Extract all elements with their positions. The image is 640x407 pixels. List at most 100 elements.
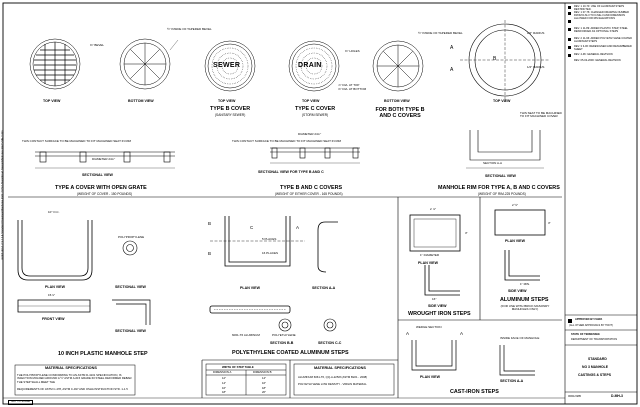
plastic-dim-top: 10" O.C. — [48, 210, 60, 214]
type-c-top-view-label: TOP VIEW — [302, 99, 320, 103]
wrought-dim-b: 16" — [432, 297, 437, 301]
type-bc-sectional-label: SECTIONAL VIEW FOR TYPE B AND C — [258, 170, 324, 174]
step-table-r2c1: 14" — [222, 381, 227, 385]
title-dept: DEPARTMENT OF TRANSPORTATION — [571, 338, 618, 341]
type-b-cover-sub: (SANITARY SEWER) — [215, 113, 246, 117]
cast-wedge: WEDGE SECTION — [416, 325, 442, 329]
spec-left-heading: MATERIAL SPECIFICATIONS — [45, 366, 97, 370]
cast-title: CAST-IRON STEPS — [450, 389, 499, 395]
revision-1: REV. 1 10-73: USE OF ALUMINUM STEPS REST… — [574, 5, 625, 11]
plastic-step-section — [112, 299, 151, 325]
type-a-dim-half: ½" INSIDE OF TAPERED BEVEL — [167, 27, 212, 31]
plastic-section-label: SECTIONAL VIEW — [115, 329, 146, 333]
coated-places: 5 PLACES — [262, 237, 277, 241]
coated-section-cc-label: SECTION C-C — [318, 341, 342, 345]
wrought-title: WROUGHT IRON STEPS — [408, 311, 471, 317]
step-table-col2: DIMENSION B — [253, 370, 272, 374]
coated-polyethylene-label: POLYETHYLENE — [272, 333, 296, 337]
type-bc-dim-dia1: ⅞" DIA. AT TOP — [338, 83, 360, 87]
step-table-r2c2: 16" — [262, 381, 267, 385]
title-state: STATE OF TENNESSEE — [571, 333, 600, 336]
type-a-subtitle: (WEIGHT OF COVER - 150 POUNDS) — [77, 192, 133, 196]
type-b-top-view — [204, 40, 256, 92]
type-b-cover-label: TYPE B COVER — [210, 106, 251, 112]
aluminum-step-plan — [494, 209, 546, 236]
side-file-path: d-mh3.dgn 1 2 3 1 2 4 Standard Drawings\… — [1, 130, 4, 260]
coated-section-bb-label: SECTION B-B — [270, 341, 294, 345]
coated-aluminum-label: 6061-T6 ALUMINUM — [232, 333, 260, 337]
rim-label-a2: A — [450, 67, 454, 73]
coated-step-front-view — [209, 305, 291, 314]
type-a-top-view-label: TOP VIEW — [43, 99, 61, 103]
type-bc-sectional-view — [270, 147, 360, 164]
coated-places2: 16 PLACES — [262, 251, 279, 255]
type-bc-dim-half: ½" INSIDE OF TAPERED BEVEL — [418, 31, 463, 35]
approval-label: APPROVED BY FHWA — [575, 318, 603, 321]
coated-step-sections — [278, 318, 337, 332]
revision-3: REV. 1 11-89: ADDED PLASTIC STEP, STEEL … — [574, 27, 628, 33]
rim-top-view-label: TOP VIEW — [493, 99, 511, 103]
not-to-scale: NOT TO SCALE — [8, 400, 33, 405]
alum-dim-a: 3" — [548, 221, 551, 225]
rim-title: MANHOLE RIM FOR TYPE A, B AND C COVERS — [438, 185, 560, 191]
cast-label-a1: A — [406, 331, 410, 336]
type-a-sectional-view-label: SECTIONAL VIEW — [82, 173, 113, 177]
cast-inside: INSIDE FACE OF MANHOLE — [500, 336, 540, 340]
step-table-col1: DIMENSION A — [213, 370, 232, 374]
alum-title: ALUMINUM STEPS — [500, 297, 549, 303]
step-table-r4c2: 20" — [262, 390, 267, 394]
cast-section-aa-label: SECTION A-A — [500, 379, 524, 383]
step-table-r4c1: 18" — [222, 390, 227, 394]
revision-2: REV. 1 07-76: CHANGED DRAWING NUMBER FRO… — [574, 11, 629, 20]
type-c-top-view — [288, 40, 340, 92]
title-drawing-no: D-MH-3 — [611, 394, 623, 398]
coated-plan-view-label: PLAN VIEW — [240, 286, 260, 290]
spec-mid-heading: MATERIAL SPECIFICATIONS — [314, 366, 366, 370]
plastic-front-view-label: FRONT VIEW — [42, 317, 65, 321]
type-bc-bottom-view — [372, 40, 424, 92]
coated-step-plan-view — [210, 216, 305, 267]
coated-label-a: A — [296, 225, 300, 230]
title-line2: CASTINGS & STEPS — [578, 373, 611, 377]
rim-note-seat: THIS SEAT TO BE MACHINED TO FIT MACHINED… — [520, 111, 562, 118]
cast-plan-view-label: PLAN VIEW — [420, 375, 440, 379]
alum-plan-view-label: PLAN VIEW — [505, 239, 525, 243]
type-bc-dim-diameter: DIAMETER 24¾" — [298, 132, 322, 136]
wrought-iron-side — [424, 265, 460, 296]
step-table-r3c1: 16" — [222, 386, 227, 390]
wrought-dim-a: 3" — [465, 231, 468, 235]
revision-6: REV. 4-96: GENERAL REVISION — [574, 53, 613, 56]
type-bc-bottom-view-label: BOTTOM VIEW — [384, 99, 410, 103]
title-standard: STANDARD — [588, 357, 607, 361]
title-date: 06/01/1985 — [568, 395, 581, 398]
type-bc-bottom-for: FOR BOTH TYPE B AND C COVERS — [375, 107, 425, 120]
type-bc-note-machined: THIS CONTACT SURFACE TO BE MACHINED TO F… — [232, 139, 342, 143]
wrought-side-view-label: SIDE VIEW — [428, 304, 447, 308]
drain-text: DRAIN — [298, 62, 322, 69]
type-bc-subtitle: (WEIGHT OF EITHER COVER - 165 POUNDS) — [275, 192, 343, 196]
alum-dim-b: 1" MIN. — [520, 282, 530, 286]
wrought-dim-diameter: 1" DIAMETER — [420, 253, 440, 257]
type-a-title: TYPE A COVER WITH OPEN GRATE — [55, 185, 147, 191]
type-a-sectional-view — [35, 151, 175, 169]
coated-section-aa-label: SECTION A-A — [312, 286, 336, 290]
spec-box-left — [14, 364, 136, 396]
type-a-dim-diameter: DIAMETER 24¾" — [92, 157, 116, 161]
cast-iron-plan — [411, 340, 457, 371]
coated-step-section-aa — [317, 221, 338, 273]
alum-subtitle: (FOR USE WITH BRICK MASONRY MANHOLES ONL… — [500, 304, 550, 311]
plastic-title: 10 INCH PLASTIC MANHOLE STEP — [58, 351, 148, 357]
type-bc-title: TYPE B AND C COVERS — [280, 185, 343, 191]
type-bc-dim-dia2: ⅝" DIA. AT BOTTOM — [338, 87, 367, 91]
plastic-step-sectional — [122, 240, 138, 256]
alum-dim-top: 2 ½" — [512, 203, 519, 207]
wrought-dim-top: 2 ⅞" — [430, 207, 437, 211]
type-c-cover-sub: (STORM SEWER) — [302, 113, 329, 117]
sewer-text: SEWER — [213, 62, 241, 69]
approval-note: (ALL OTHER APPROVALS BY TDOT) — [569, 324, 614, 327]
rim-section-aa: SECTION A-A — [483, 161, 503, 165]
cast-label-a2: A — [460, 331, 464, 336]
step-table-r1c2: 14" — [262, 376, 267, 380]
aluminum-step-side — [504, 250, 540, 281]
